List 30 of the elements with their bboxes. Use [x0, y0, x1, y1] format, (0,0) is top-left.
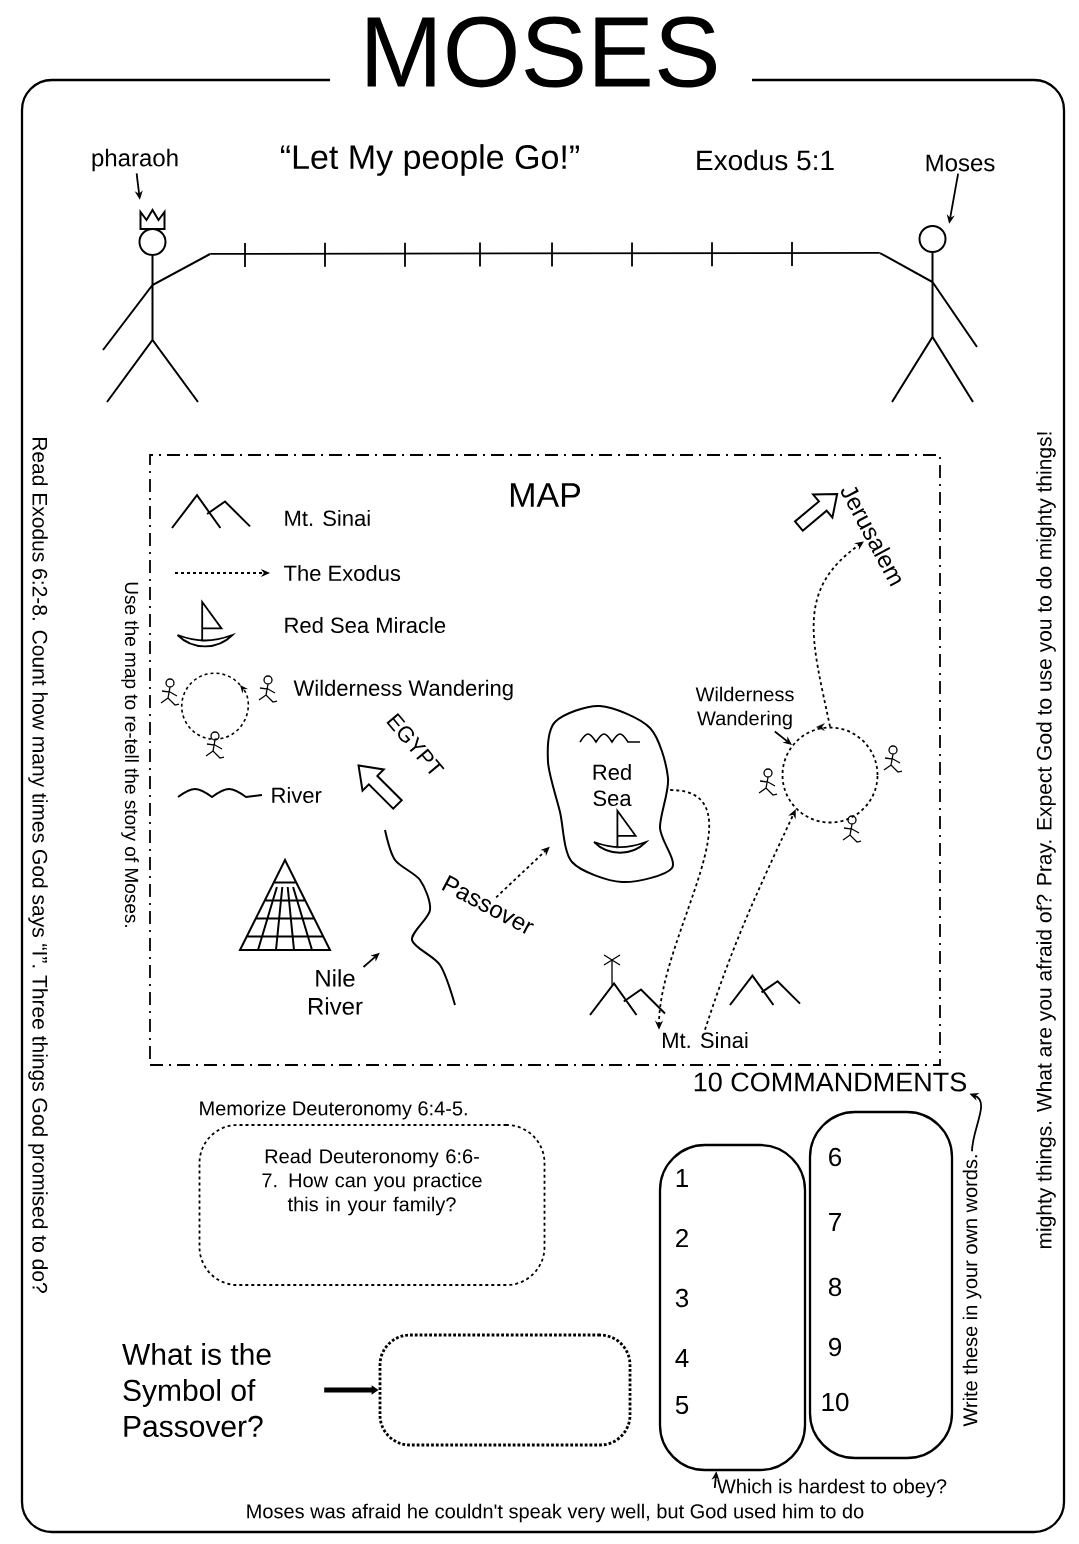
dashed-box: Memorize Deuteronomy 6:4-5. Read Deuteronomy 6:6-7. How can you practice this in your family? [198, 1100, 546, 1286]
heading: 10 COMMANDMENTS [694, 1072, 966, 1092]
instruction-text: Use the map to re-tell the story of Moses. [121, 582, 139, 927]
tablet: 1 2 3 4 5 [658, 1143, 807, 1472]
legend-label: The Exodus [284, 564, 401, 582]
answer-box [378, 1333, 632, 1447]
place-label: Nile River [309, 969, 363, 1015]
instruction-text: Read Exodus 6:2-8. Count how many times God says “I”. Three things God promised to do? [28, 437, 48, 1293]
question-text: What is the Symbol of Passover? [122, 1343, 271, 1438]
legend-label: River [272, 786, 322, 804]
timeline [209, 252, 881, 255]
name-label: Moses [926, 154, 995, 172]
legend-label: Wilderness Wandering [293, 679, 513, 701]
node-label: Memorize Deuteronomy 6:4-5. [200, 1100, 467, 1120]
question-text: Which is hardest to obey? [717, 1478, 947, 1498]
instruction-text: Write these in your own words. [962, 1155, 982, 1427]
verse-reference: Exodus 5:1 [697, 149, 834, 171]
place-label: Wilderness Wandering [695, 686, 794, 730]
legend-label: Mt. Sinai [285, 509, 370, 527]
note-text: Moses was afraid he couldn't speak very well, but God used him to do [247, 1503, 864, 1523]
name-label: pharaoh [92, 148, 178, 172]
note-text: mighty things. What are you afraid of? Pray. Expect God to use you to do mighty things! [1036, 432, 1056, 1249]
place-label: Mt. Sinai [663, 1031, 748, 1049]
tablet: 6 7 8 9 10 [808, 1110, 954, 1460]
stick-figure [879, 225, 978, 403]
title: MOSES [367, 16, 716, 88]
arrow [812, 541, 864, 728]
quote-text: “Let My people Go!” [281, 144, 579, 176]
stick-figure [102, 209, 211, 403]
legend-label: Red Sea Miracle [285, 616, 446, 634]
